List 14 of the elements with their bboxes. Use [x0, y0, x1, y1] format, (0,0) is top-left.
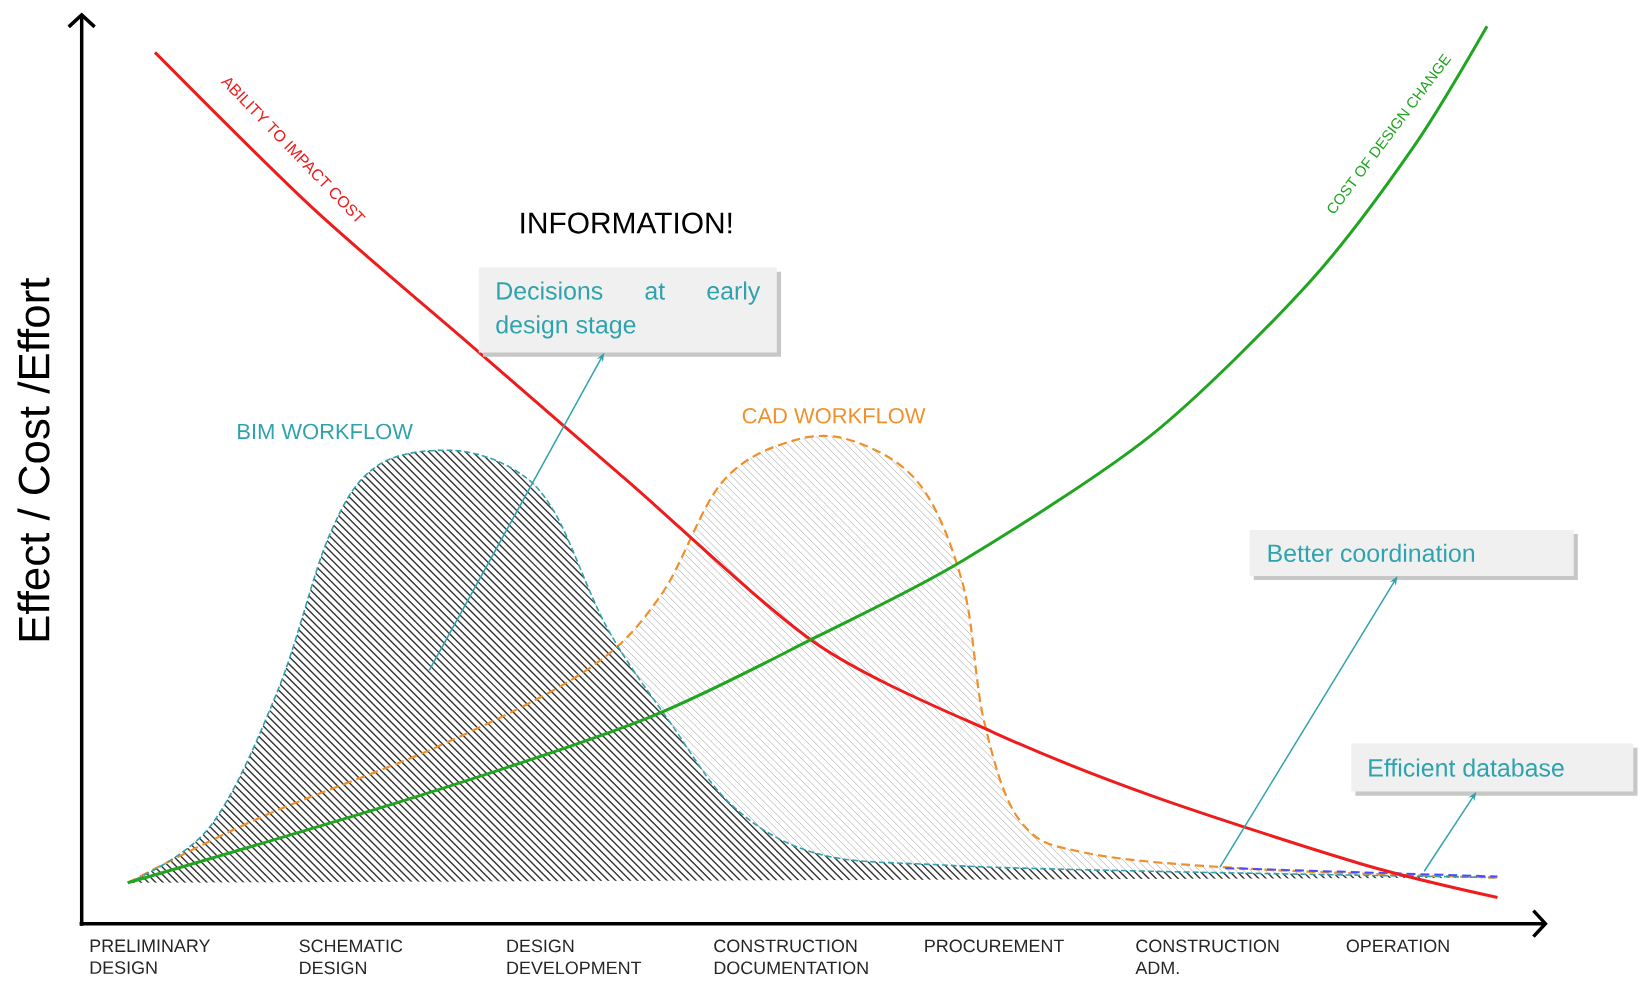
axis-label: PROCUREMENT — [925, 939, 1064, 952]
callout-box: Better coordination — [1249, 529, 1578, 580]
curve-label: CAD WORKFLOW — [742, 407, 926, 424]
axis-label: DESIGN DEVELOPMENT — [507, 939, 642, 974]
curve-label: BIM WORKFLOW — [238, 423, 413, 439]
callout-box: Decisions at early design stage — [478, 267, 781, 357]
heading: INFORMATION! — [521, 212, 732, 234]
axis-label: CONSTRUCTION ADM. — [1135, 939, 1279, 974]
axis-title: Effect / Cost /Effort — [17, 277, 50, 641]
axis-label: OPERATION — [1346, 939, 1449, 952]
axis-label: PRELIMINARY DESIGN — [90, 939, 211, 974]
axis-label: SCHEMATIC DESIGN — [299, 939, 403, 974]
axis-label: CONSTRUCTION DOCUMENTATION — [714, 939, 868, 974]
callout-box: Efficient database — [1351, 743, 1638, 796]
